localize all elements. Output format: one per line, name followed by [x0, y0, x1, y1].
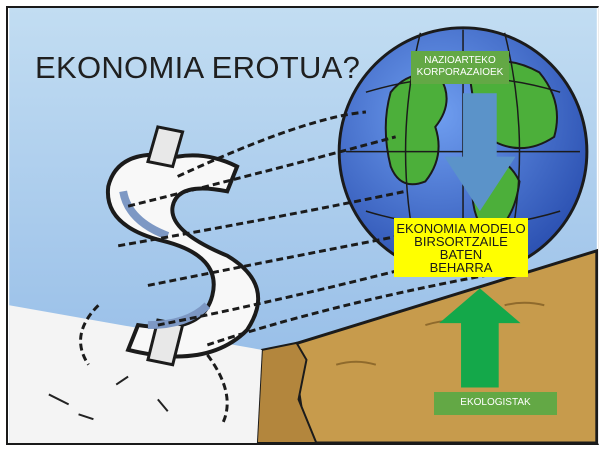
ecologists-label: EKOLOGISTAK: [460, 397, 531, 408]
corporations-label-line-2: KORPORAZAIOEK: [416, 67, 504, 78]
regenerative-economy-label-box: EKONOMIA MODELO BIRSORTZAILE BATEN BEHAR…: [394, 218, 528, 277]
dollar-bar-top: [146, 125, 185, 169]
ecologists-label-box: EKOLOGISTAK: [434, 392, 557, 415]
regenerative-label-line-3: BEHARRA: [429, 260, 493, 275]
slide: EKONOMIA EROTUA? NAZIOARTEKO KORPORAZAIO…: [6, 6, 599, 445]
up-arrow: [439, 288, 521, 388]
down-arrow: [444, 93, 516, 212]
regenerative-label-line-2: BIRSORTZAILE BATEN: [414, 234, 508, 262]
regenerative-label-line-1: EKONOMIA MODELO: [396, 221, 526, 236]
dollar-sign-shape: [105, 152, 261, 359]
corporations-label-line-1: NAZIOARTEKO: [424, 55, 496, 66]
corporations-label-box: NAZIOARTEKO KORPORAZAIOEK: [411, 51, 509, 84]
motion-lines: [48, 375, 169, 421]
cliff-edge: [255, 341, 318, 443]
slide-title: EKONOMIA EROTUA?: [35, 50, 361, 85]
